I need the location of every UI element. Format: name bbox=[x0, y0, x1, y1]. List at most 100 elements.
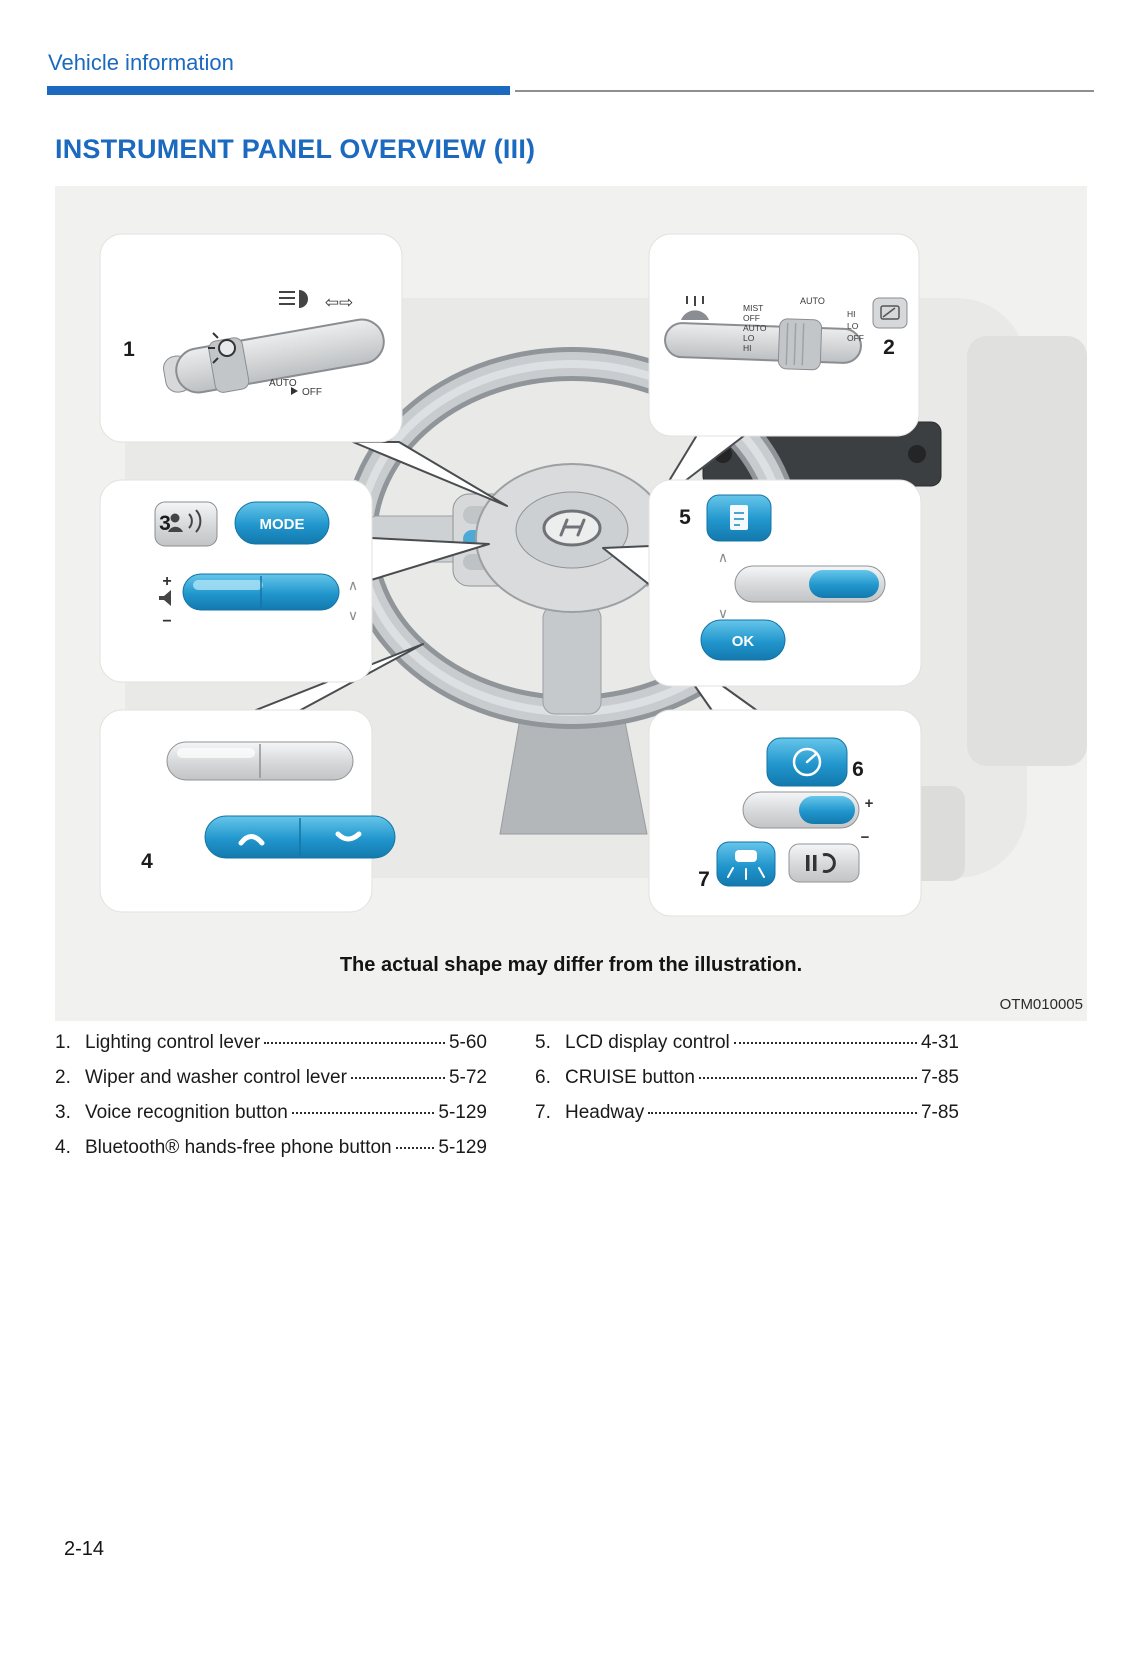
legend-item-6: 6. CRUISE button 7-85 bbox=[535, 1067, 959, 1089]
callout-5: 5 bbox=[679, 506, 691, 529]
wiper-control-lever-icon bbox=[664, 296, 908, 371]
legend-label: CRUISE button bbox=[565, 1067, 695, 1088]
wiper-auto-label: AUTO bbox=[800, 296, 825, 306]
callout-box-cruise-headway: + − 6 7 bbox=[648, 709, 922, 917]
legend-page-ref: 4-31 bbox=[920, 1032, 959, 1053]
chevron-up-icon: ∧ bbox=[348, 577, 358, 593]
dot-leader bbox=[264, 1042, 445, 1044]
legend-label: Bluetooth® hands-free phone button bbox=[85, 1137, 392, 1158]
headway-button bbox=[716, 841, 776, 887]
header-rule bbox=[47, 86, 1094, 96]
ok-label: OK bbox=[732, 633, 755, 650]
rear-hi-label: HI bbox=[847, 309, 856, 319]
bluetooth-phone-bar bbox=[204, 815, 396, 859]
legend-page-ref: 7-85 bbox=[920, 1067, 959, 1088]
figure-code: OTM010005 bbox=[999, 996, 1083, 1013]
cruise-cancel-button bbox=[788, 843, 860, 883]
callout-box-lighting-lever: ⇦⇨ AUTO OFF 1 bbox=[99, 233, 403, 443]
dot-leader bbox=[733, 1042, 917, 1044]
callout-6: 6 bbox=[852, 758, 864, 781]
voice-recognition-button-icon bbox=[154, 501, 218, 547]
dot-leader bbox=[291, 1112, 435, 1114]
wiper-auto-col-label: AUTO bbox=[743, 323, 767, 333]
legend-item-3: 3. Voice recognition button 5-129 bbox=[55, 1102, 487, 1124]
legend-item-1: 1. Lighting control lever 5-60 bbox=[55, 1032, 487, 1054]
callout-box-phone-buttons: 4 bbox=[99, 709, 396, 913]
legend-num: 6. bbox=[535, 1067, 551, 1088]
lcd-page-button bbox=[706, 494, 772, 542]
wiper-mist-label: MIST bbox=[743, 303, 763, 313]
callout-box-voice-mode: MODE + − ∧ ∨ 3 bbox=[99, 479, 373, 683]
lever-off-label: OFF bbox=[302, 387, 322, 398]
figure-panel: ⇦⇨ AUTO OFF 1 bbox=[55, 186, 1087, 1021]
dot-leader bbox=[698, 1077, 917, 1079]
display-knob-right bbox=[908, 445, 926, 463]
volume-rocker bbox=[182, 573, 340, 611]
rear-off-label: OFF bbox=[847, 333, 864, 343]
ok-button: OK bbox=[700, 619, 786, 661]
legend-num: 3. bbox=[55, 1102, 71, 1123]
legend-item-4: 4. Bluetooth® hands-free phone button 5-… bbox=[55, 1137, 487, 1159]
page-number: 2-14 bbox=[64, 1538, 105, 1560]
callout-box-wiper-lever: AUTO MIST OFF AUTO LO HI HI LO OFF 2 bbox=[648, 233, 920, 437]
wiper-hi-label: HI bbox=[743, 343, 752, 353]
lighting-control-lever-icon bbox=[163, 290, 385, 395]
cancel-glyph-icon bbox=[822, 853, 836, 873]
legend-right-column: 5. LCD display control 4-31 6. CRUISE bu… bbox=[535, 1032, 959, 1172]
legend-label: Headway bbox=[565, 1102, 645, 1123]
mute-speaker-icon bbox=[159, 590, 171, 606]
legend-page-ref: 5-129 bbox=[438, 1102, 487, 1123]
callout-4: 4 bbox=[141, 850, 153, 873]
mode-button: MODE bbox=[234, 501, 330, 545]
dot-leader bbox=[648, 1112, 917, 1114]
legend-page-ref: 5-60 bbox=[448, 1032, 487, 1053]
cruise-minus-label: − bbox=[861, 829, 870, 846]
legend-page-ref: 5-72 bbox=[448, 1067, 487, 1088]
callout-7: 7 bbox=[698, 868, 710, 891]
wiper-off-label: OFF bbox=[743, 313, 760, 323]
header-rule-blue bbox=[47, 86, 510, 95]
legend-page-ref: 7-85 bbox=[920, 1102, 959, 1123]
callout-2: 2 bbox=[883, 336, 895, 359]
instrument-panel-illustration: ⇦⇨ AUTO OFF 1 bbox=[99, 233, 1087, 917]
dot-leader bbox=[395, 1147, 435, 1149]
callout-1: 1 bbox=[123, 338, 135, 361]
cruise-plus-label: + bbox=[865, 795, 874, 812]
phone-rocker bbox=[166, 741, 354, 781]
callout-3: 3 bbox=[159, 512, 171, 535]
volume-minus-label: − bbox=[162, 613, 171, 630]
hyundai-logo-icon bbox=[542, 509, 602, 547]
lcd-chevron-up-icon: ∧ bbox=[718, 549, 728, 565]
legend-label: Wiper and washer control lever bbox=[85, 1067, 347, 1088]
legend-num: 1. bbox=[55, 1032, 71, 1053]
page-icon bbox=[730, 505, 748, 530]
legend-label: Lighting control lever bbox=[85, 1032, 261, 1053]
legend-item-5: 5. LCD display control 4-31 bbox=[535, 1032, 959, 1054]
lcd-chevron-down-icon: ∨ bbox=[718, 605, 728, 621]
legend-left-column: 1. Lighting control lever 5-60 2. Wiper … bbox=[55, 1032, 487, 1172]
legend-item-2: 2. Wiper and washer control lever 5-72 bbox=[55, 1067, 487, 1089]
legend-label: LCD display control bbox=[565, 1032, 730, 1053]
legend-num: 4. bbox=[55, 1137, 71, 1158]
headway-car-icon bbox=[735, 850, 757, 862]
turn-signal-arrows-icon: ⇦⇨ bbox=[325, 293, 354, 312]
cruise-button bbox=[766, 737, 848, 787]
chevron-down-icon: ∨ bbox=[348, 607, 358, 623]
callout-box-lcd-control: ∧ ∨ OK 5 bbox=[648, 479, 922, 687]
legend: 1. Lighting control lever 5-60 2. Wiper … bbox=[55, 1032, 1087, 1172]
lever-auto-label: AUTO bbox=[269, 378, 297, 389]
figure-caption: The actual shape may differ from the ill… bbox=[339, 954, 803, 976]
legend-num: 7. bbox=[535, 1102, 551, 1123]
mode-label: MODE bbox=[260, 516, 305, 533]
cruise-speedometer-icon bbox=[792, 747, 822, 777]
legend-num: 5. bbox=[535, 1032, 551, 1053]
legend-num: 2. bbox=[55, 1067, 71, 1088]
legend-label: Voice recognition button bbox=[85, 1102, 288, 1123]
rear-lo-label: LO bbox=[847, 321, 859, 331]
section-header: Vehicle information bbox=[48, 50, 234, 75]
volume-plus-label: + bbox=[162, 573, 171, 590]
page-title: INSTRUMENT PANEL OVERVIEW (III) bbox=[55, 134, 536, 164]
header-rule-gray bbox=[515, 90, 1094, 92]
lcd-select-rocker bbox=[734, 565, 886, 603]
